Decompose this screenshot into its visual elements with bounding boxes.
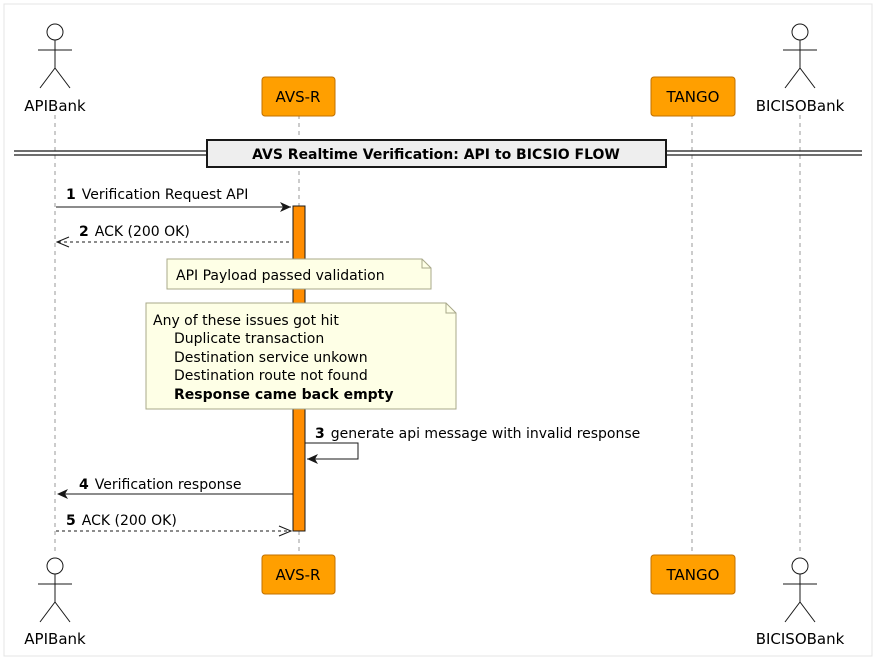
- participant-label-bicisobank-bottom: BICISOBank: [756, 630, 845, 648]
- divider-title: AVS Realtime Verification: API to BICSIO…: [252, 147, 620, 163]
- message-5-label: 5 ACK (200 OK): [66, 513, 177, 529]
- arrowhead-icon: [57, 489, 68, 499]
- message-5-text: ACK (200 OK): [82, 513, 177, 529]
- note-2-line-4: Destination route not found: [174, 368, 368, 384]
- message-1-number: 1: [66, 187, 76, 203]
- note-2-line-3: Destination service unkown: [174, 350, 368, 366]
- note-fold-icon: [421, 259, 431, 269]
- arrowhead-icon: [307, 454, 318, 464]
- actor-bicisobank-bottom: [783, 557, 817, 623]
- participant-label-apibank-top: APIBank: [24, 97, 86, 115]
- actor-apibank-bottom: [38, 557, 72, 623]
- note-2-line-2: Duplicate transaction: [174, 331, 324, 347]
- message-1: 1 Verification Request API: [56, 187, 291, 212]
- message-2-number: 2: [79, 224, 89, 240]
- arrowhead-icon: [280, 202, 291, 212]
- participant-label-tango-top: TANGO: [666, 88, 720, 106]
- message-3-number: 3: [315, 426, 325, 442]
- note-2-line-1: Any of these issues got hit: [153, 313, 339, 329]
- participant-box-avsr-bottom: [261, 554, 336, 595]
- message-3-label: 3 generate api message with invalid respo…: [315, 426, 640, 442]
- participant-label-bicisobank-top: BICISOBank: [756, 97, 845, 115]
- actor-head-icon: [46, 557, 64, 575]
- note-1: API Payload passed validation: [166, 258, 432, 290]
- message-1-text: Verification Request API: [82, 187, 249, 203]
- actor-head-icon: [791, 557, 809, 575]
- note-2-line-5: Response came back empty: [174, 387, 394, 403]
- participant-label-apibank-bottom: APIBank: [24, 630, 86, 648]
- message-4-text: Verification response: [95, 477, 242, 493]
- participant-label-avsr-top: AVS-R: [276, 88, 321, 106]
- message-4-number: 4: [79, 477, 89, 493]
- participant-label-avsr-bottom: AVS-R: [276, 566, 321, 584]
- message-2-text: ACK (200 OK): [95, 224, 190, 240]
- arrowhead-open-icon: [278, 525, 293, 537]
- section-divider: AVS Realtime Verification: API to BICSIO…: [14, 139, 862, 168]
- message-4: 4 Verification response: [57, 477, 293, 499]
- arrowhead-open-icon: [55, 236, 70, 248]
- message-5-number: 5: [66, 513, 76, 529]
- message-2: 2 ACK (200 OK): [55, 224, 292, 248]
- actor-bicisobank-top: [783, 23, 817, 89]
- divider-title-box: [206, 139, 667, 168]
- message-1-label: 1 Verification Request API: [66, 187, 248, 203]
- message-5: 5 ACK (200 OK): [56, 513, 293, 537]
- participant-box-tango-top: [650, 76, 736, 117]
- participant-label-tango-bottom: TANGO: [666, 566, 720, 584]
- note-2: Any of these issues got hit Duplicate tr…: [145, 302, 457, 410]
- message-3: 3 generate api message with invalid respo…: [305, 426, 640, 464]
- actor-head-icon: [791, 23, 809, 41]
- note-fold-icon: [445, 303, 456, 314]
- participant-box-avsr-top: [261, 76, 336, 117]
- message-3-text: generate api message with invalid respon…: [331, 426, 641, 442]
- message-2-label: 2 ACK (200 OK): [79, 224, 190, 240]
- actor-head-icon: [46, 23, 64, 41]
- note-1-text: API Payload passed validation: [176, 268, 385, 284]
- participant-box-tango-bottom: [650, 554, 736, 595]
- message-4-label: 4 Verification response: [79, 477, 241, 493]
- actor-apibank-top: [38, 23, 72, 89]
